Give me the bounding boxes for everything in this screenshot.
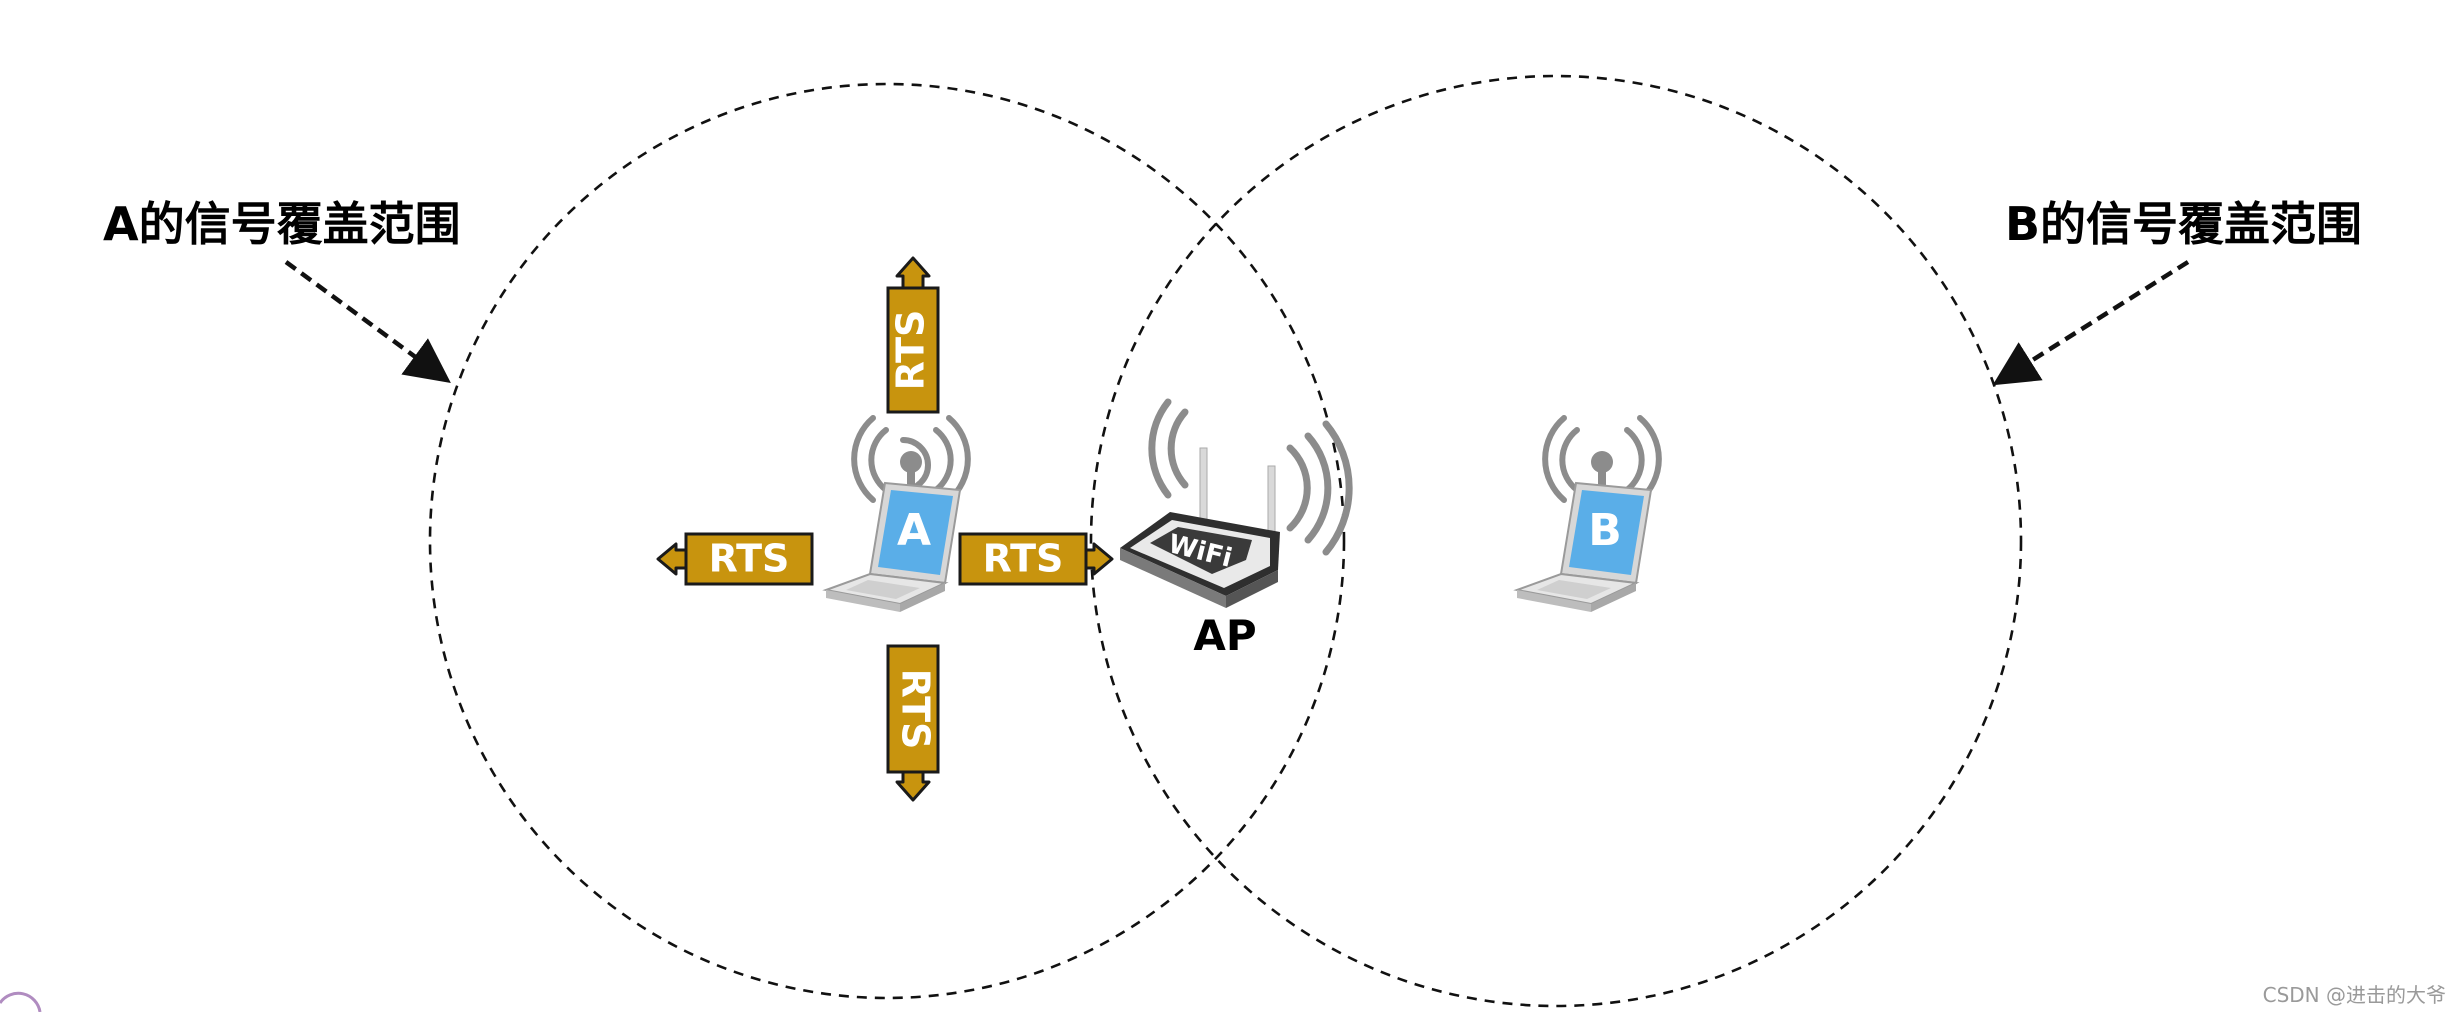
wifi-router-icon: WiFi <box>1120 398 1353 608</box>
coverage-circle-b <box>1089 74 2023 1008</box>
rts-arrow-right: RTS <box>958 532 1114 586</box>
rts-arrow-down: RTS <box>886 644 940 802</box>
rts-arrow-up: RTS <box>886 256 940 414</box>
coverage-label-b: B的信号覆盖范围 <box>2005 197 2362 251</box>
laptop-a-icon: A <box>822 415 971 612</box>
pointer-arrow-b <box>1992 260 2190 386</box>
rts-label-right: RTS <box>983 537 1064 581</box>
signal-waves-icon <box>1148 398 1353 556</box>
laptop-a-label: A <box>897 505 931 556</box>
pointer-arrow-a <box>284 260 451 383</box>
coverage-circle-a <box>428 82 1346 1000</box>
rts-label-left: RTS <box>709 537 790 581</box>
laptop-b-label: B <box>1588 505 1622 556</box>
coverage-label-a: A的信号覆盖范围 <box>103 197 461 251</box>
corner-logo-fragment <box>0 991 42 1012</box>
laptop-b-icon: B <box>1513 415 1662 612</box>
rts-arrow-left: RTS <box>656 532 814 586</box>
watermark: CSDN @进击的大爷 <box>2262 983 2446 1007</box>
ap-label: AP <box>1193 611 1256 660</box>
rts-label-down: RTS <box>894 669 938 750</box>
rts-label-up: RTS <box>889 310 933 391</box>
